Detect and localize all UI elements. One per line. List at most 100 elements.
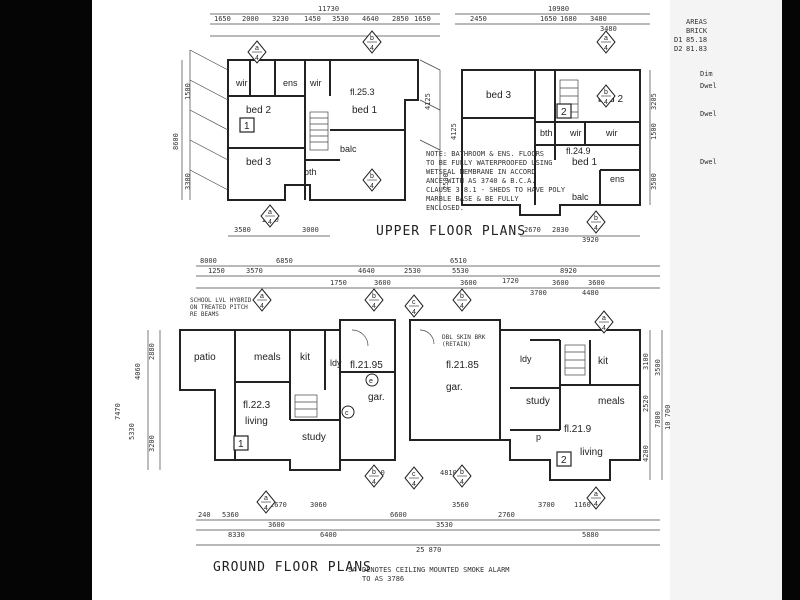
dim-text: 8000	[200, 257, 217, 265]
unit-area-label: D1	[674, 36, 683, 44]
dim-text: 3100	[642, 353, 650, 370]
dim-text: 2530	[404, 267, 421, 275]
smoke-alarm-note: DENOTES CEILING MOUNTED SMOKE ALARM TO A…	[362, 566, 510, 583]
dim-text: 6400	[320, 531, 337, 539]
section-ref-marker: b4	[452, 288, 472, 312]
section-ref-sheet: 4	[602, 325, 606, 332]
room-label: bed 1	[572, 157, 597, 168]
room-label: wir	[605, 128, 618, 138]
dim-text: 2760	[498, 511, 515, 519]
dim-text: 2500	[442, 173, 450, 190]
room-label: patio	[194, 352, 216, 363]
unit-area-label: D2	[674, 45, 683, 53]
section-ref-letter: b	[372, 293, 376, 300]
dim-text: 1250	[208, 267, 225, 275]
dim-text: 5330	[128, 423, 136, 440]
dim-text: 1650	[414, 15, 431, 23]
section-ref-sheet: 4	[255, 55, 259, 62]
section-ref-sheet: 4	[370, 183, 374, 190]
dim-text: 1720	[502, 277, 519, 285]
room-label: ens	[610, 174, 625, 184]
section-ref-marker: c4	[404, 466, 424, 490]
bay-label: c	[345, 410, 349, 417]
dim-text: 3000	[302, 226, 319, 234]
section-ref-letter: a	[594, 491, 598, 498]
dim-text: 3560	[452, 501, 469, 509]
section-ref-letter: a	[255, 45, 259, 52]
section-ref-marker: a4	[586, 486, 606, 510]
section-ref-marker: c4	[404, 294, 424, 318]
dim-text: 7800	[654, 411, 662, 428]
dim-text: 3700	[538, 501, 555, 509]
room-label: ens	[283, 78, 298, 88]
room-label: gar.	[446, 382, 463, 393]
ground-floor-plan: 1 2 patio meals kit ldy living study fl.…	[114, 257, 672, 574]
section-ref-marker: b4	[364, 288, 384, 312]
dim-text: 3060	[310, 501, 327, 509]
section-ref-letter: a	[602, 315, 606, 322]
unit-1-upper-marker: 1	[244, 121, 250, 132]
unit-2-upper-marker: 2	[561, 107, 567, 118]
areas-line: 85.18	[686, 36, 708, 44]
dim-text: 2880	[148, 343, 156, 360]
unit-2-ground-marker-box	[556, 451, 572, 467]
floor-level-label: fl.21.85	[446, 360, 479, 371]
dim-text: 7470	[114, 403, 122, 420]
section-ref-marker: b4	[362, 168, 382, 192]
room-label: bth	[540, 128, 553, 138]
room-label: bed 3	[246, 157, 271, 168]
room-label: wir	[569, 128, 582, 138]
section-ref-sheet: 4	[412, 309, 416, 316]
room-label: bth	[304, 167, 317, 177]
dim-text: 8920	[560, 267, 577, 275]
room-label: balc	[572, 192, 589, 202]
dim-text: 8330	[228, 531, 245, 539]
dim-text: 10980	[548, 5, 569, 13]
dim-text: 2000	[242, 15, 259, 23]
room-label: gar.	[368, 392, 385, 403]
dim-text: 4640	[358, 267, 375, 275]
section-ref-letter: a	[260, 293, 264, 300]
waterproofing-note: NOTE: BATHROOM & ENS. FLOORS TO BE FULLY…	[426, 150, 566, 212]
dim-text: 4480	[582, 289, 599, 297]
section-ref-letter: b	[594, 215, 598, 222]
section-ref-letter: b	[372, 469, 376, 476]
areas-line: BRICK	[686, 27, 708, 35]
room-label: bed 1	[352, 105, 377, 116]
left-scan-border	[0, 0, 92, 600]
dbl-skin-note: DBL SKIN BRK (RETAIN)	[442, 334, 486, 348]
room-label: bed 2	[246, 105, 271, 116]
room-label: living	[580, 447, 603, 458]
dim-text: 5880	[582, 531, 599, 539]
dwelling-label: Dwel	[700, 110, 717, 118]
dim-text: 4810	[440, 469, 457, 477]
dim-tag: Dim	[700, 70, 713, 78]
room-label: living	[245, 416, 268, 427]
dim-text: 3205	[650, 93, 658, 110]
dim-text: 3600	[552, 279, 569, 287]
room-label: study	[526, 396, 550, 407]
dim-text: 4640	[362, 15, 379, 23]
dim-text: 4200	[642, 445, 650, 462]
right-scan-border	[782, 0, 800, 600]
smoke-alarm-symbol: SA	[348, 566, 357, 574]
unit-1-ground-marker-box	[233, 435, 249, 451]
section-ref-sheet: 4	[372, 479, 376, 486]
dim-text: 3570	[246, 267, 263, 275]
ground-floor-title: GROUND FLOOR PLANS	[213, 560, 372, 575]
dim-text: 3530	[332, 15, 349, 23]
dim-total: 25 870	[416, 546, 441, 554]
section-ref-marker: a4	[596, 30, 616, 54]
bay-label: e	[369, 378, 373, 385]
dwelling-label: Dwel	[700, 82, 717, 90]
section-ref-letter: a	[268, 209, 272, 216]
section-ref-sheet: 4	[460, 479, 464, 486]
section-ref-marker: a4	[594, 310, 614, 334]
dim-text: 3200	[148, 435, 156, 452]
areas-line: 81.83	[686, 45, 708, 53]
room-label: study	[302, 432, 326, 443]
section-ref-marker: b4	[452, 464, 472, 488]
dim-text: 4060	[134, 363, 142, 380]
dim-text: 11730	[318, 5, 339, 13]
